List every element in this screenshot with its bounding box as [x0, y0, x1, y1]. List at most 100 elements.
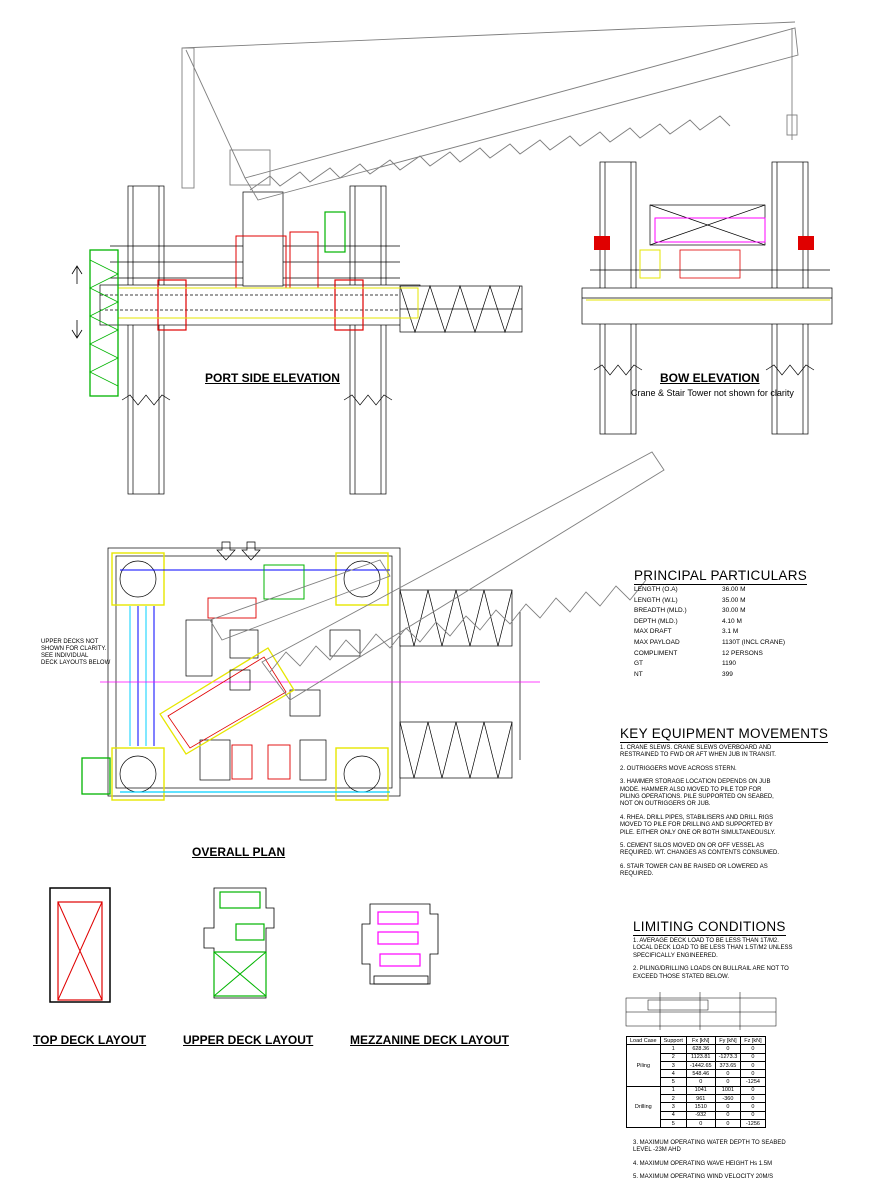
particular-value: 4.10 M [722, 617, 742, 625]
bullrail-schematic [625, 992, 777, 1030]
plan-red-box-2 [231, 744, 253, 780]
particular-key: LENGTH (W.L) [634, 596, 678, 604]
principal-particulars-title: PRINCIPAL PARTICULARS [634, 568, 808, 585]
upper-deck-layout-drawing [203, 887, 275, 999]
limiting-condition-item: 1. AVERAGE DECK LOAD TO BE LESS THAN 1T/… [633, 938, 793, 959]
load-table-header: Load Case Support Fx [kN] Fy [kN] Fz [kN… [626, 1035, 766, 1046]
bow-red-equipment [679, 249, 741, 279]
load-case-cell: Drilling [626, 1085, 661, 1129]
cell: 0 [685, 1077, 716, 1087]
bow-red-right [798, 236, 814, 250]
cell: 0 [714, 1044, 742, 1054]
upper-deck-layout-title: UPPER DECK LAYOUT [183, 1033, 314, 1047]
upper-decks-note-line: SEE INDIVIDUAL [41, 653, 89, 659]
particular-row: DEPTH (MLD.)4.10 M [634, 617, 785, 628]
particular-row: NT 399 [634, 670, 785, 681]
particular-key: LENGTH (O.A) [634, 586, 678, 593]
particular-row: COMPLIMENT 12 PERSONS [634, 649, 785, 660]
key-equipment-item: 6. STAIR TOWER CAN BE RAISED OR LOWERED … [620, 863, 768, 878]
overall-plan-title: OVERALL PLAN [192, 845, 286, 859]
limiting-condition-item: 5. MAXIMUM OPERATING WIND VELOCITY 20M/S [633, 1174, 774, 1181]
down-arrow-icon [71, 320, 83, 339]
plan-stair-tower [81, 757, 111, 795]
cell: 0 [714, 1077, 742, 1087]
header-cell: Support [659, 1035, 687, 1046]
plan-red-box-1 [207, 597, 257, 619]
key-equipment-title: KEY EQUIPMENT MOVEMENTS [620, 726, 829, 743]
cell: -1442.65 [685, 1060, 716, 1071]
port-red-unit [289, 231, 319, 289]
particular-row: MAX DRAFT 3.1 M [634, 627, 785, 638]
bow-yellow-a [639, 249, 661, 279]
cell: 0 [714, 1118, 742, 1129]
top-deck-layout-title: TOP DECK LAYOUT [33, 1033, 147, 1047]
cell: 0 [740, 1094, 766, 1104]
header-cell: Fx [kN] [685, 1035, 716, 1046]
particular-row: BREADTH (MLD.)30.00 M [634, 606, 785, 617]
cell: 0 [740, 1102, 766, 1112]
cell: 0 [714, 1069, 742, 1079]
port-hammer-red [157, 279, 187, 331]
cell: 3 [659, 1060, 687, 1071]
cell: 4 [659, 1069, 687, 1079]
bow-magenta-frame [654, 217, 766, 243]
cell: 548.46 [685, 1069, 716, 1079]
cell: -1256 [740, 1118, 766, 1129]
header-cell: Fz [kN] [740, 1035, 766, 1046]
cell: 5 [659, 1077, 687, 1087]
upper-decks-note-line: UPPER DECKS NOT [41, 639, 99, 645]
cell: 0 [714, 1102, 742, 1112]
cell: 0 [740, 1060, 766, 1071]
particular-value: 30.00 M [722, 607, 746, 615]
limiting-condition-item: 3. MAXIMUM OPERATING WATER DEPTH TO SEAB… [633, 1140, 786, 1154]
up-arrow-icon [71, 265, 83, 284]
cell: -932 [685, 1110, 716, 1120]
cell: 1 [659, 1044, 687, 1054]
cell: 2 [659, 1052, 687, 1062]
header-cell: Fy [kN] [714, 1035, 742, 1046]
cell: 1510 [685, 1102, 716, 1112]
cell: 0 [714, 1110, 742, 1120]
down-arrow-icon [241, 541, 261, 561]
load-case-cell: Piling [626, 1044, 661, 1087]
upper-decks-note-line: DECK LAYOUTS BELOW [41, 660, 111, 666]
particular-key: GT [634, 660, 644, 668]
crane-house-plan [159, 647, 295, 755]
cell: 373.65 [714, 1060, 742, 1071]
particular-value: 399 [722, 670, 733, 678]
overall-plan-drawing [107, 547, 521, 801]
limiting-conditions-list: 1. AVERAGE DECK LOAD TO BE LESS THAN 1T/… [633, 938, 793, 987]
particular-value: 12 PERSONS [722, 649, 763, 657]
cell: 4 [659, 1110, 687, 1120]
cell: 1001 [714, 1085, 742, 1096]
cell: 1 [659, 1085, 687, 1096]
crane-boom-plan [209, 451, 665, 701]
limiting-conditions-footer: 3. MAXIMUM OPERATING WATER DEPTH TO SEAB… [633, 1140, 803, 1188]
particular-key: NT [634, 670, 643, 678]
particular-key: MAX PAYLOAD [634, 638, 680, 646]
cell: 0 [740, 1110, 766, 1120]
key-equipment-list: 1. CRANE SLEWS. CRANE SLEWS OVERBOARD AN… [620, 745, 780, 885]
bullrail-load-table: Load Case Support Fx [kN] Fy [kN] Fz [kN… [626, 1035, 766, 1129]
bow-elevation-drawing [581, 161, 833, 435]
limiting-conditions-title: LIMITING CONDITIONS [633, 919, 786, 936]
key-equipment-item: 1. CRANE SLEWS. CRANE SLEWS OVERBOARD AN… [620, 745, 776, 759]
cell: -1273.3 [714, 1052, 742, 1062]
limiting-condition-item: 2. PILING/DRILLING LOADS ON BULLRAIL ARE… [633, 966, 789, 980]
particular-row: LENGTH (O.A)36.00 M [634, 585, 785, 596]
cell: 5 [659, 1118, 687, 1129]
cell: -360 [714, 1094, 742, 1104]
particular-key: COMPLIMENT [634, 649, 678, 657]
cell: 3 [659, 1102, 687, 1112]
plan-green-box [263, 564, 305, 600]
particular-value: 3.1 M [722, 628, 739, 636]
upper-decks-note: UPPER DECKS NOT SHOWN FOR CLARITY. SEE I… [41, 639, 110, 667]
particular-key: MAX DRAFT [634, 628, 672, 636]
cell: 0 [740, 1085, 766, 1096]
principal-particulars-table: LENGTH (O.A)36.00 M LENGTH (W.L)35.00 M … [634, 585, 785, 680]
cell: 0 [685, 1118, 716, 1129]
